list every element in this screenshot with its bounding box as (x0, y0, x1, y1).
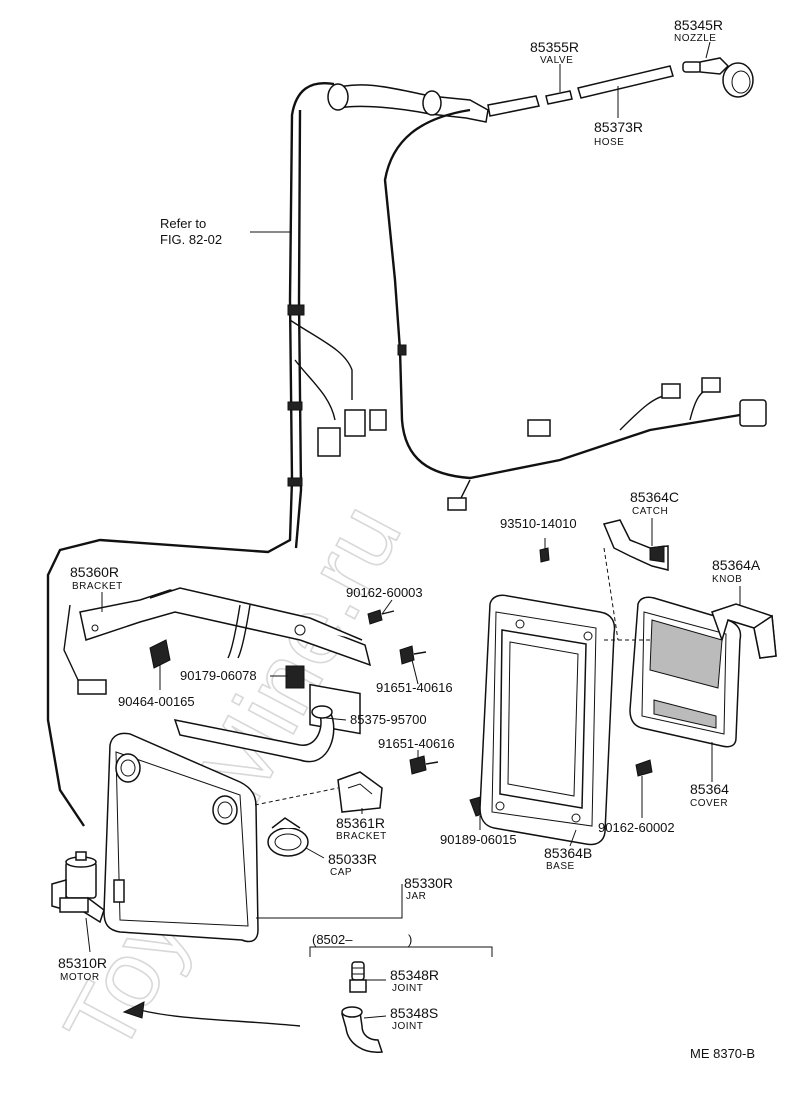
knob-85364a (711, 603, 777, 659)
part-number-85348r: 85348R (390, 967, 439, 983)
arrow-head (122, 1001, 145, 1019)
part-number-85364c: 85364C (630, 489, 679, 505)
part-number-85348s: 85348S (390, 1005, 438, 1021)
connector (77, 679, 107, 695)
clip-90464 (149, 639, 171, 669)
part-number-90162-60003: 90162-60003 (346, 585, 423, 600)
wire-branch (289, 319, 353, 400)
valve-85355r (545, 90, 573, 105)
part-name-base: BASE (546, 861, 575, 872)
hose-joint (327, 83, 489, 123)
part-number-85364b: 85364B (544, 845, 592, 861)
curved-arrow (139, 1009, 301, 1027)
ref-line2: FIG. 82-02 (160, 232, 222, 247)
part-number-90162-60002: 90162-60002 (598, 820, 675, 835)
dash-bracket-jar (254, 787, 339, 806)
motor-85310r (51, 851, 105, 924)
part-number-90179: 90179-06078 (180, 668, 257, 683)
part-name-joint-2: JOINT (392, 1021, 423, 1032)
part-name-motor: MOTOR (60, 972, 100, 983)
part-number-93510: 93510-14010 (500, 516, 577, 531)
nozzle-assembly (682, 57, 754, 98)
bracket-85360r (79, 587, 372, 735)
clamp (287, 477, 303, 487)
part-number-85364a: 85364A (712, 557, 761, 573)
clip-90179 (285, 665, 305, 689)
cap-85033r (267, 817, 309, 857)
connector (344, 409, 366, 437)
part-number-85033r: 85033R (328, 851, 377, 867)
harness-left-2 (294, 109, 303, 549)
part-name-cap: CAP (330, 867, 352, 878)
connector (447, 497, 467, 511)
part-number-85373r: 85373R (594, 119, 643, 135)
wire (619, 394, 671, 431)
leader-lines (85, 41, 741, 1019)
hose-85375 (173, 705, 335, 763)
connector (317, 427, 341, 457)
part-name-catch: CATCH (632, 506, 668, 517)
part-number-85375: 85375-95700 (350, 712, 427, 727)
clamp (397, 344, 407, 356)
clamp (287, 401, 303, 411)
clamp (287, 304, 305, 316)
part-number-90189: 90189-06015 (440, 832, 517, 847)
hose-85373r (577, 65, 674, 99)
connector-large (739, 399, 767, 427)
wire-branch-2 (294, 359, 336, 421)
wire (689, 387, 713, 421)
connector (527, 419, 551, 437)
part-number-85355r: 85355R (530, 39, 579, 55)
part-name-knob: KNOB (712, 574, 742, 585)
connector (701, 377, 721, 393)
part-number-85360r: 85360R (70, 564, 119, 580)
dash-catch-base (603, 547, 619, 641)
joint-85348s (341, 1006, 384, 1053)
part-number-85364: 85364 (690, 781, 729, 797)
screw-91651-a (399, 645, 427, 665)
part-name-bracket-1: BRACKET (72, 581, 123, 592)
part-name-valve: VALVE (540, 55, 573, 66)
part-name-jar: JAR (406, 891, 426, 902)
cover-85364 (629, 596, 742, 748)
jar-85330r (103, 732, 259, 943)
base-85364b (479, 594, 616, 846)
wire (459, 479, 471, 501)
hose-segment (487, 95, 540, 117)
catch-85364c (602, 519, 669, 571)
harness-left (46, 81, 335, 827)
part-number-85310r: 85310R (58, 955, 107, 971)
harness-right (383, 108, 741, 480)
part-number-85345r: 85345R (674, 17, 723, 33)
serial-range-open: (8502– (312, 932, 353, 947)
part-name-nozzle: NOZZLE (674, 33, 716, 44)
serial-bracket (309, 946, 493, 957)
serial-range-close: ) (408, 932, 412, 947)
screw-90162-a (367, 609, 395, 625)
part-number-85330r: 85330R (404, 875, 453, 891)
screw-90162-b (635, 759, 653, 777)
part-number-91651-a: 91651-40616 (376, 680, 453, 695)
ref-line1: Refer to (160, 216, 206, 231)
part-number-85361r: 85361R (336, 815, 385, 831)
part-number-90464: 90464-00165 (118, 694, 195, 709)
part-name-hose: HOSE (594, 137, 624, 148)
footer-code: ME 8370-B (690, 1046, 755, 1061)
joint-85348r (349, 961, 367, 993)
part-number-91651-b: 91651-40616 (378, 736, 455, 751)
bracket-85361r (337, 771, 383, 813)
part-name-bracket-2: BRACKET (336, 831, 387, 842)
part-name-joint-1: JOINT (392, 983, 423, 994)
part-name-cover: COVER (690, 798, 728, 809)
screw-93510 (539, 547, 550, 563)
screw-91651-b (409, 755, 439, 775)
connector (661, 383, 681, 399)
connector (369, 409, 387, 431)
